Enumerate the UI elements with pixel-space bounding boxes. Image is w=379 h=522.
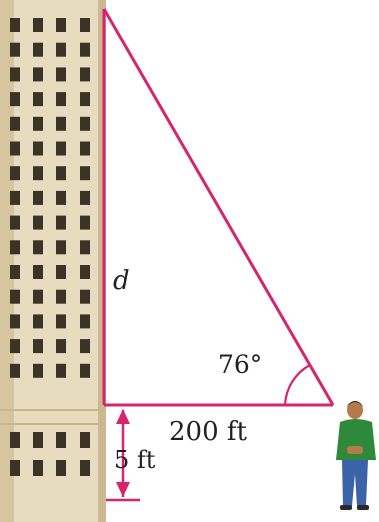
building-window — [80, 265, 90, 279]
building-window — [10, 289, 20, 304]
building-window — [80, 339, 90, 354]
building-window — [80, 215, 90, 230]
person-pants — [342, 460, 368, 506]
label-5ft: 5 ft — [114, 446, 156, 474]
building-window — [33, 18, 43, 32]
building-window — [80, 314, 90, 329]
label-angle: 76° — [218, 350, 262, 379]
building-window — [33, 363, 43, 378]
building-window — [10, 314, 20, 329]
building-window — [10, 460, 20, 476]
building — [0, 0, 106, 522]
building-window — [56, 339, 66, 354]
building-window — [10, 141, 20, 156]
person-head — [347, 401, 363, 419]
hypotenuse — [102, 8, 335, 406]
building-window — [80, 289, 90, 304]
building-window — [56, 314, 66, 329]
building-window — [56, 460, 66, 476]
building-window — [56, 215, 66, 230]
building-window — [56, 289, 66, 304]
person-shoe-left — [340, 505, 352, 510]
building-window — [10, 190, 20, 205]
building-window — [80, 42, 90, 57]
building-window — [10, 215, 20, 230]
label-200ft: 200 ft — [169, 417, 248, 447]
building-window — [10, 18, 20, 32]
person-hair — [346, 401, 364, 408]
building-window — [33, 42, 43, 57]
building-window — [10, 42, 20, 57]
person-shirt — [336, 419, 376, 460]
building-window — [56, 116, 66, 131]
building-windows — [0, 18, 104, 476]
building-window — [33, 339, 43, 354]
building-window — [33, 460, 43, 476]
building-window — [33, 215, 43, 230]
building-window — [33, 314, 43, 329]
building-window — [80, 116, 90, 131]
building-window — [56, 363, 66, 378]
building-window — [80, 18, 90, 32]
building-window — [10, 166, 20, 181]
building-window — [56, 190, 66, 205]
building-window — [56, 18, 66, 32]
building-window — [56, 240, 66, 255]
building-window — [33, 166, 43, 181]
building-window — [10, 67, 20, 82]
building-window — [33, 190, 43, 205]
person-figure — [336, 401, 376, 510]
building-window — [56, 265, 66, 279]
building-window — [56, 67, 66, 82]
building-window — [10, 339, 20, 354]
building-window — [56, 92, 66, 107]
building-window — [80, 67, 90, 82]
building-window — [56, 432, 66, 448]
building-edge-shadow — [98, 0, 106, 522]
building-window — [10, 92, 20, 107]
building-window — [33, 265, 43, 279]
building-window — [10, 432, 20, 448]
building-window — [33, 92, 43, 107]
right-triangle — [102, 8, 335, 407]
building-window — [10, 363, 20, 378]
label-d: d — [113, 266, 130, 296]
eye-height-dimension — [106, 409, 140, 502]
arrow-down-head — [116, 482, 130, 497]
building-window — [33, 141, 43, 156]
person-shoe-right — [357, 505, 369, 510]
angle-arc — [283, 364, 311, 406]
building-window — [80, 363, 90, 378]
person-hands — [347, 446, 363, 454]
building-window — [33, 289, 43, 304]
building-window — [33, 240, 43, 255]
arrow-up-head — [116, 409, 130, 424]
building-window — [80, 460, 90, 476]
building-window — [33, 67, 43, 82]
building-window — [80, 432, 90, 448]
building-window — [80, 92, 90, 107]
building-window — [80, 190, 90, 205]
building-window — [10, 240, 20, 255]
building-window — [33, 432, 43, 448]
building-window — [10, 265, 20, 279]
building-window — [56, 166, 66, 181]
building-window — [56, 141, 66, 156]
building-window — [10, 116, 20, 131]
building-window — [80, 166, 90, 181]
building-window — [80, 240, 90, 255]
building-window — [56, 42, 66, 57]
building-window — [33, 116, 43, 131]
building-window — [80, 141, 90, 156]
